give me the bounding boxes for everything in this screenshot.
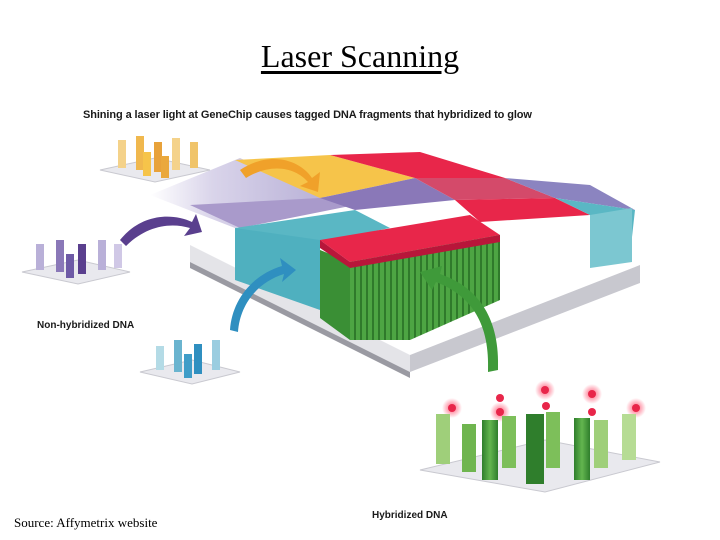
cell-purple [320,178,455,210]
teal-block-right [590,208,632,268]
diagram-caption: Shining a laser light at GeneChip causes… [83,109,532,121]
source-credit: Source: Affymetrix website [14,515,158,530]
block-red-top [320,215,500,262]
arrow-green [420,266,499,372]
arrow-blue [230,258,296,332]
cell-red-top [330,152,505,178]
arrow-orange [240,158,320,192]
cell-red-right [455,198,590,222]
probe-set-blue [139,340,241,385]
slide-title: Laser Scanning [260,38,460,74]
probe-set-purple [21,240,131,285]
probe-set-hybridized [419,380,661,493]
arrow-purple [120,214,202,246]
hybridized-label: Hybridized DNA [372,510,448,521]
hybridized-block [320,215,500,340]
probe-set-top [99,136,211,183]
non-hybridized-label: Non-hybridized DNA [37,320,135,331]
